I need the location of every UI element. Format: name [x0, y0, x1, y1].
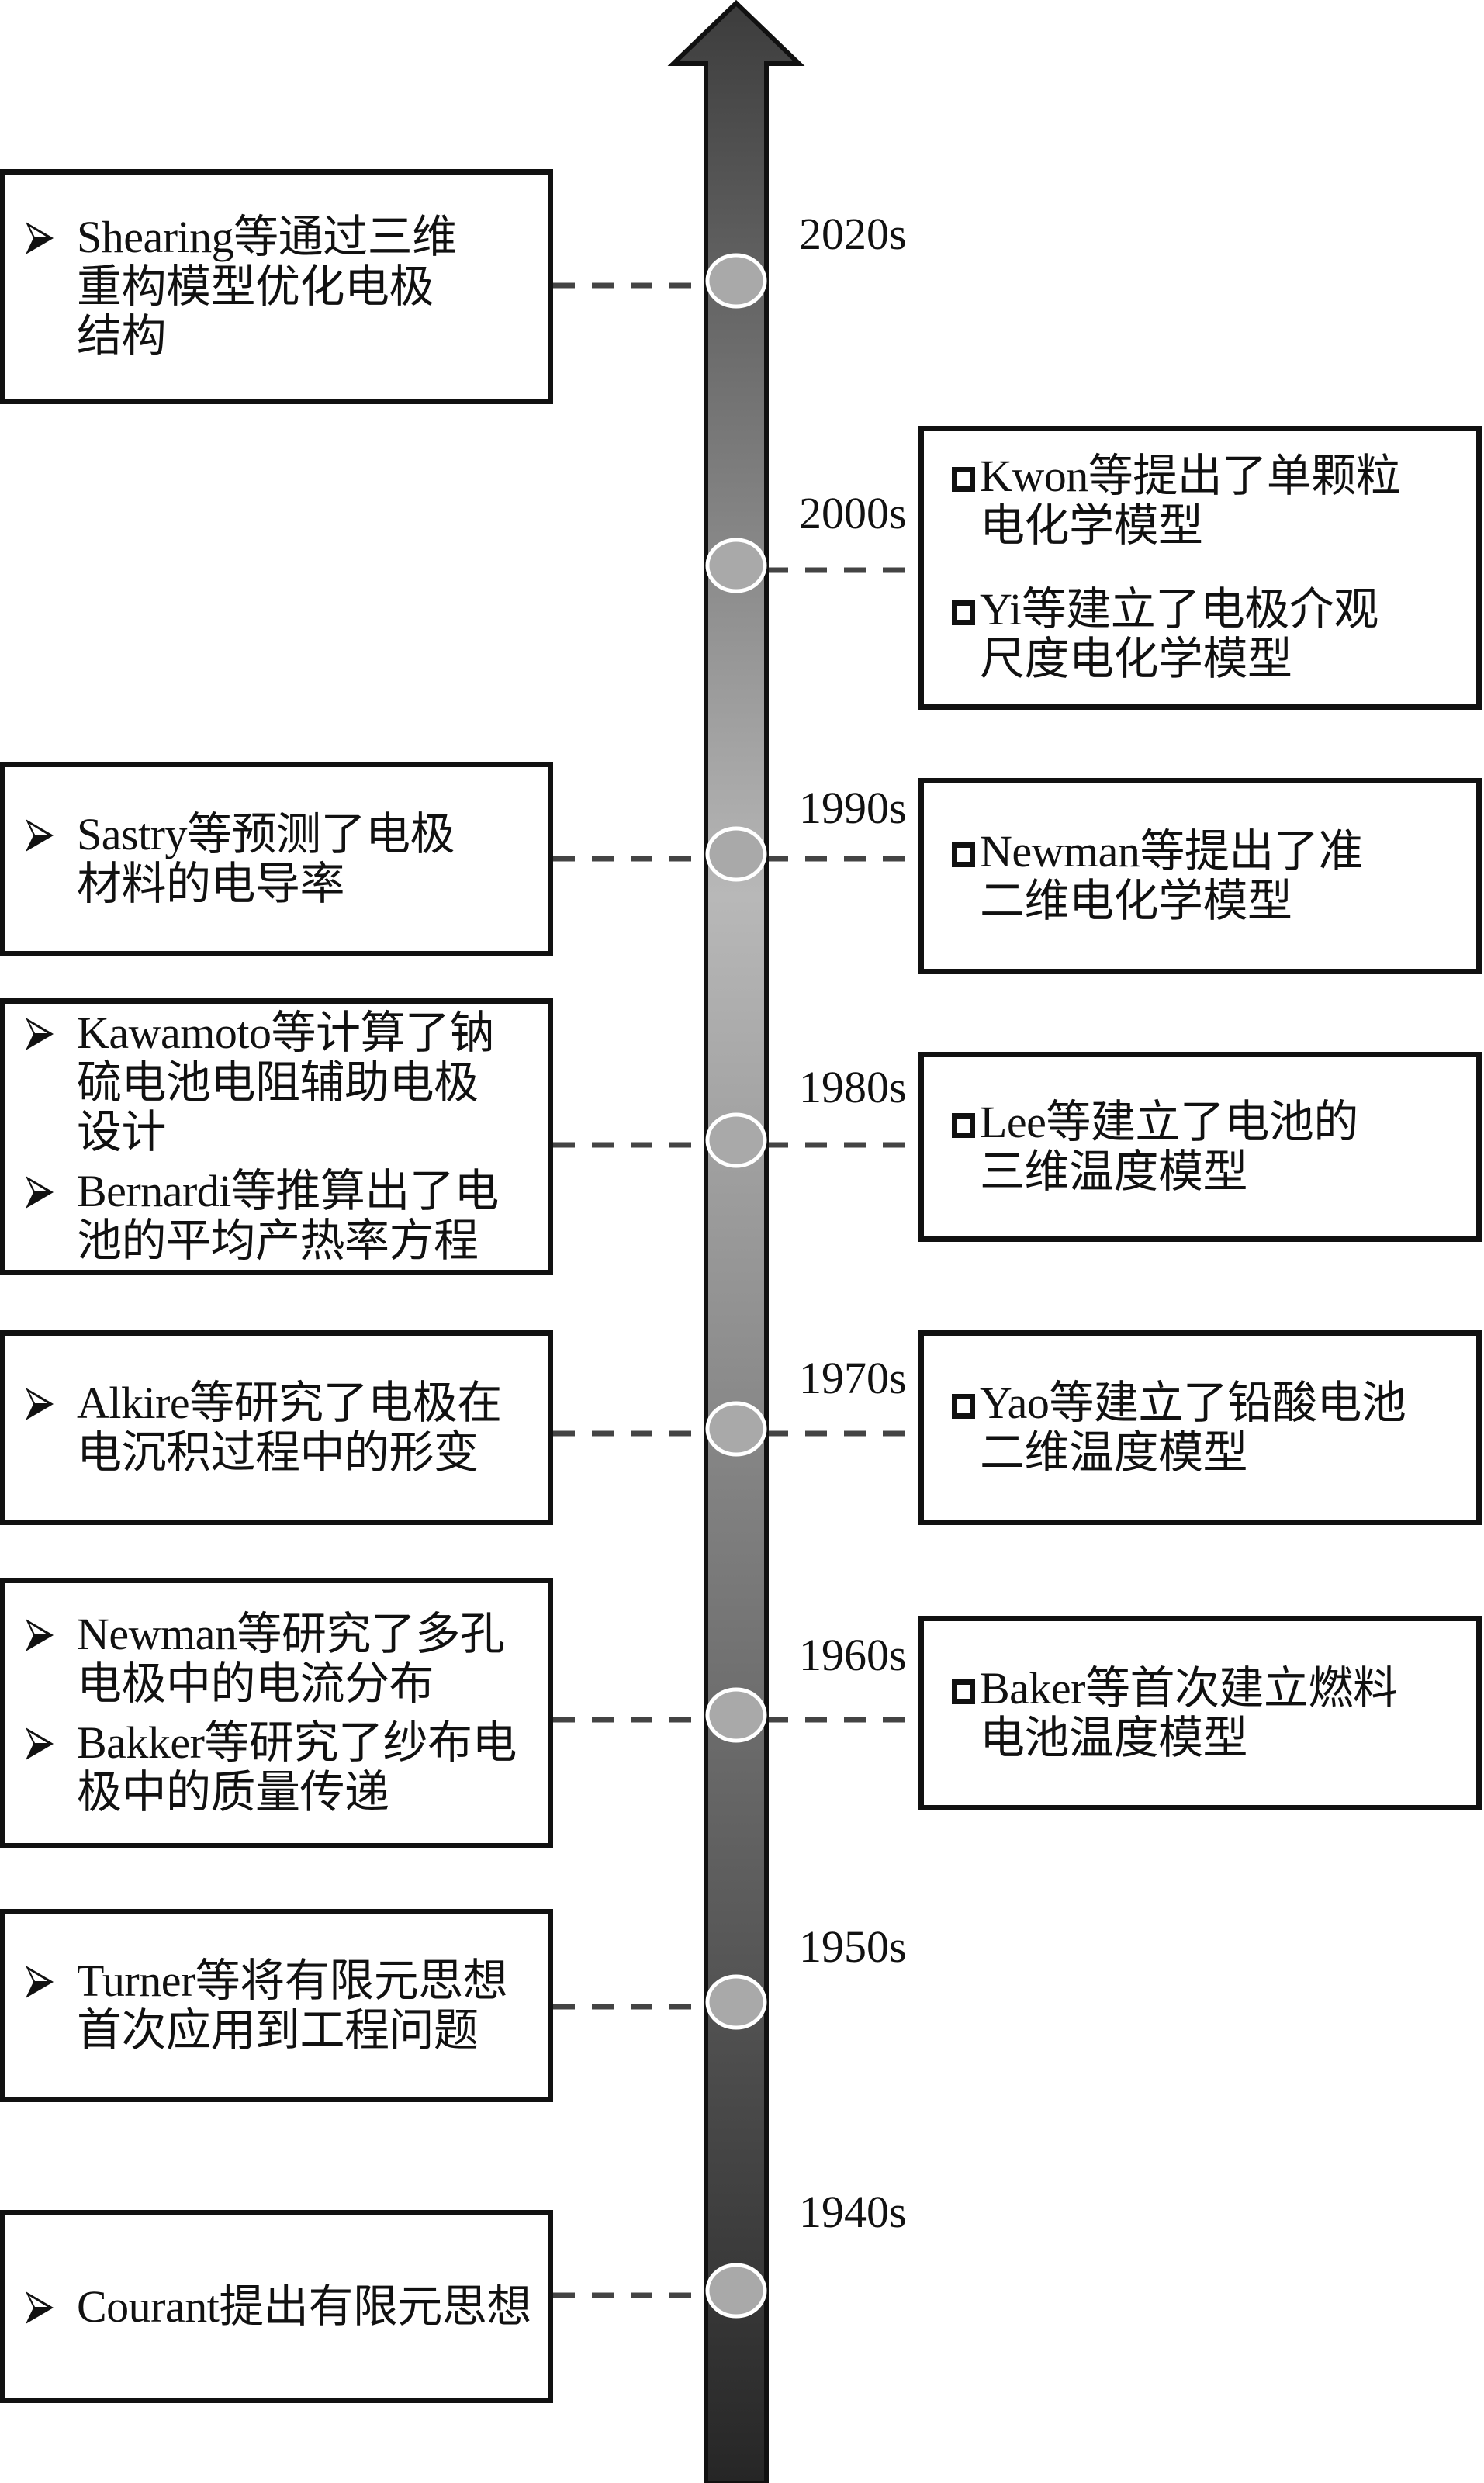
- year-label: 2020s: [799, 209, 907, 259]
- event-item: Shearing等通过三维 重构模型优化电极 结构: [22, 211, 532, 361]
- year-label: 1970s: [799, 1353, 907, 1403]
- event-item: Bakker等研究了纱布电 极中的质量传递: [22, 1717, 532, 1817]
- event-item: Lee等建立了电池的 三维温度模型: [952, 1096, 1462, 1197]
- right-event-box-1980s: Lee等建立了电池的 三维温度模型: [918, 1052, 1482, 1242]
- year-label: 1990s: [799, 783, 907, 833]
- event-text: Turner等将有限元思想 首次应用到工程问题: [77, 1955, 508, 2056]
- hollow-square-bullet-icon: [952, 842, 975, 867]
- hollow-square-bullet-icon: [952, 1393, 975, 1419]
- hollow-square-bullet-icon: [952, 600, 975, 625]
- event-item: Bernardi等推算出了电 池的平均产热率方程: [22, 1165, 532, 1266]
- triangle-arrow-bullet-icon: [26, 1727, 54, 1760]
- event-item: Baker等首次建立燃料 电池温度模型: [952, 1662, 1462, 1763]
- connector-lines: [553, 282, 918, 2298]
- event-item: Courant提出有限元思想: [22, 2281, 532, 2332]
- event-text: Lee等建立了电池的 三维温度模型: [980, 1096, 1358, 1197]
- event-text: Newman等提出了准 二维电化学模型: [980, 825, 1363, 926]
- hollow-square-bullet-icon: [952, 1679, 975, 1704]
- hollow-square-bullet-icon: [952, 1112, 975, 1138]
- event-text: Bernardi等推算出了电 池的平均产热率方程: [77, 1165, 499, 1266]
- left-event-box-1950s: Turner等将有限元思想 首次应用到工程问题: [0, 1909, 553, 2102]
- event-item: Yao等建立了铅酸电池 二维温度模型: [952, 1378, 1462, 1478]
- right-event-box-1960s: Baker等首次建立燃料 电池温度模型: [918, 1616, 1482, 1810]
- timeline-node-1940s: [705, 2263, 767, 2319]
- triangle-arrow-bullet-icon: [26, 1017, 54, 1050]
- timeline-node-2020s: [705, 253, 767, 309]
- event-item: Kwon等提出了单颗粒 电化学模型: [952, 451, 1462, 551]
- triangle-arrow-bullet-icon: [26, 2291, 54, 2324]
- timeline-node-1960s: [705, 1687, 767, 1743]
- year-label: 2000s: [799, 488, 907, 538]
- year-label: 1950s: [799, 1921, 907, 1972]
- event-text: Courant提出有限元思想: [77, 2281, 531, 2332]
- right-event-box-1990s: Newman等提出了准 二维电化学模型: [918, 778, 1482, 974]
- triangle-arrow-bullet-icon: [26, 1175, 54, 1209]
- timeline-node-1980s: [705, 1112, 767, 1168]
- event-item: Kawamoto等计算了钠 硫电池电阻辅助电极 设计: [22, 1008, 532, 1157]
- event-text: Baker等首次建立燃料 电池温度模型: [980, 1662, 1398, 1763]
- year-label: 1980s: [799, 1062, 907, 1112]
- year-label: 1940s: [799, 2187, 907, 2237]
- triangle-arrow-bullet-icon: [26, 818, 54, 852]
- timeline-node-2000s: [705, 538, 767, 593]
- event-text: Yi等建立了电极介观 尺度电化学模型: [980, 584, 1378, 684]
- left-event-box-1990s: Sastry等预测了电极 材料的电导率: [0, 762, 553, 956]
- event-item: Newman等提出了准 二维电化学模型: [952, 825, 1462, 926]
- event-text: Sastry等预测了电极 材料的电导率: [77, 808, 455, 909]
- event-text: Kwon等提出了单颗粒 电化学模型: [980, 451, 1401, 551]
- timeline-node-1950s: [705, 1974, 767, 2030]
- event-item: Newman等研究了多孔 电极中的电流分布: [22, 1608, 532, 1709]
- left-event-box-2020s: Shearing等通过三维 重构模型优化电极 结构: [0, 169, 553, 404]
- right-event-box-2000s: Kwon等提出了单颗粒 电化学模型 Yi等建立了电极介观 尺度电化学模型: [918, 426, 1482, 710]
- hollow-square-bullet-icon: [952, 467, 975, 492]
- right-event-box-1970s: Yao等建立了铅酸电池 二维温度模型: [918, 1330, 1482, 1525]
- left-event-box-1940s: Courant提出有限元思想: [0, 2210, 553, 2403]
- event-text: Bakker等研究了纱布电 极中的质量传递: [77, 1717, 517, 1817]
- event-item: Alkire等研究了电极在 电沉积过程中的形变: [22, 1378, 532, 1478]
- triangle-arrow-bullet-icon: [26, 1387, 54, 1420]
- timeline-node-1970s: [705, 1401, 767, 1457]
- event-item: Sastry等预测了电极 材料的电导率: [22, 808, 532, 909]
- year-label: 1960s: [799, 1630, 907, 1680]
- timeline-node-1990s: [705, 826, 767, 882]
- triangle-arrow-bullet-icon: [26, 221, 54, 254]
- triangle-arrow-bullet-icon: [26, 1618, 54, 1651]
- timeline-nodes: [705, 253, 767, 2319]
- up-arrow-icon: [667, 0, 805, 2483]
- event-text: Newman等研究了多孔 电极中的电流分布: [77, 1608, 505, 1709]
- triangle-arrow-bullet-icon: [26, 1965, 54, 1998]
- event-text: Yao等建立了铅酸电池 二维温度模型: [980, 1377, 1406, 1478]
- event-text: Alkire等研究了电极在 电沉积过程中的形变: [77, 1377, 502, 1478]
- event-item: Yi等建立了电极介观 尺度电化学模型: [952, 585, 1462, 684]
- event-item: Turner等将有限元思想 首次应用到工程问题: [22, 1956, 532, 2056]
- event-text: Shearing等通过三维 重构模型优化电极 结构: [77, 211, 457, 361]
- left-event-box-1970s: Alkire等研究了电极在 电沉积过程中的形变: [0, 1330, 553, 1525]
- event-text: Kawamoto等计算了钠 硫电池电阻辅助电极 设计: [77, 1007, 495, 1157]
